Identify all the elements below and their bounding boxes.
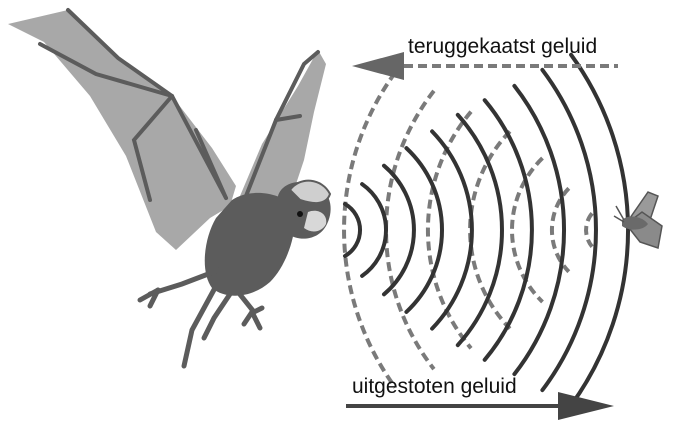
emitted-wave-arc (458, 115, 502, 345)
reflected-wave-arc (428, 112, 471, 349)
emitted-wave-arc (384, 166, 414, 295)
emitted-wave-arc (514, 86, 564, 374)
emitted-wave-arc (345, 204, 360, 256)
emitted-sound-label: uitgestoten geluid (352, 376, 517, 397)
bat-illustration (8, 10, 331, 366)
emitted-wave-arc (432, 131, 472, 328)
reflected-sound-waves (344, 73, 592, 388)
emitted-wave-arc (571, 55, 628, 405)
moth-illustration (614, 192, 662, 248)
bat-eye (297, 211, 303, 217)
reflected-sound-label: teruggekaatst geluid (408, 36, 597, 57)
emitted-wave-arc (362, 184, 386, 276)
reflected-wave-arc (586, 213, 592, 246)
emitted-wave-arc (485, 100, 532, 360)
